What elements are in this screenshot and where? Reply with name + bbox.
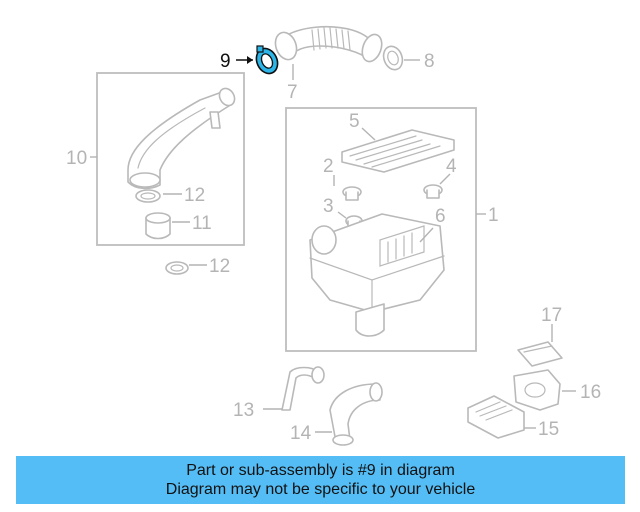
callout-7: 7 (287, 82, 298, 103)
part-8-clamp[interactable] (380, 44, 405, 73)
center-group-frame (285, 107, 477, 352)
part-4-grommet[interactable] (423, 184, 443, 199)
callout-2: 2 (323, 156, 334, 177)
part-9-clamp[interactable] (252, 45, 281, 77)
callout-6: 6 (435, 206, 446, 227)
part-14-elbow-hose[interactable] (329, 382, 383, 446)
callout-13: 13 (233, 400, 254, 421)
callout-11: 11 (192, 213, 212, 234)
callout-5: 5 (349, 111, 360, 132)
callout-12-upper: 12 (184, 185, 205, 206)
part-16-resonator[interactable] (513, 369, 561, 411)
part-12-clamp-upper[interactable] (135, 189, 161, 203)
callout-4: 4 (446, 156, 457, 177)
callout-16: 16 (580, 382, 601, 403)
callout-8: 8 (424, 51, 435, 72)
part-15-duct[interactable] (467, 395, 525, 439)
banner-line-2: Diagram may not be specific to your vehi… (165, 481, 476, 498)
part-12-clamp-lower[interactable] (165, 261, 189, 275)
callout-14: 14 (290, 423, 312, 444)
callout-17: 17 (541, 305, 562, 326)
callout-10: 10 (66, 148, 87, 169)
part-17-bracket[interactable] (517, 341, 563, 367)
callout-15: 15 (538, 419, 559, 440)
callout-12-lower: 12 (209, 256, 230, 277)
left-group-frame (96, 72, 245, 246)
banner-line-1: Part or sub-assembly is #9 in diagram (186, 462, 455, 479)
part-2-grommet[interactable] (342, 186, 362, 201)
part-7-intake-hose[interactable] (272, 25, 385, 65)
part-10-duct[interactable] (127, 86, 238, 190)
callout-9: 9 (220, 51, 231, 72)
part-5-filter-element[interactable] (341, 129, 455, 173)
part-11-coupler[interactable] (145, 212, 171, 240)
part-13-hose[interactable] (281, 366, 325, 411)
callout-3: 3 (323, 196, 334, 217)
info-banner: Part or sub-assembly is #9 in diagram Di… (16, 456, 625, 504)
air-cleaner-housing[interactable] (309, 213, 445, 337)
callout-1: 1 (488, 205, 499, 226)
